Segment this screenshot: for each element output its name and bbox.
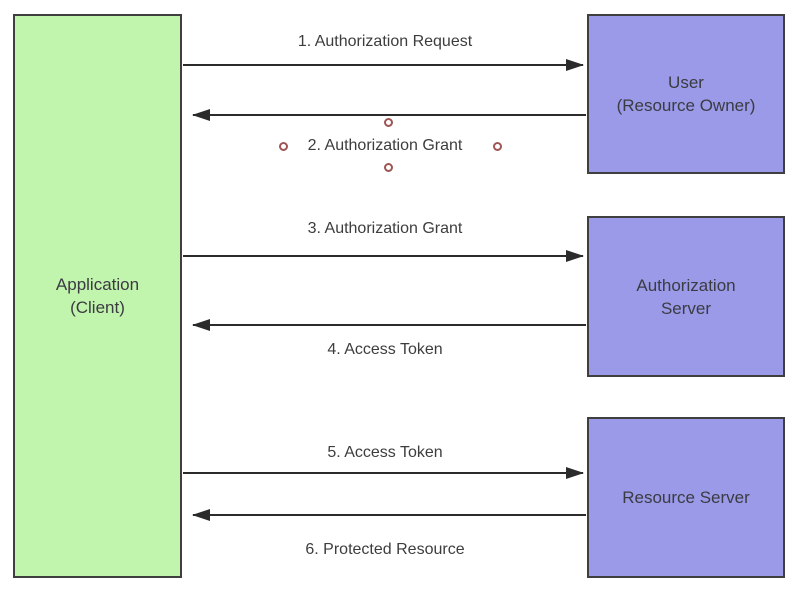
node-user-resource-owner: User (Resource Owner) [587, 14, 785, 174]
node-authorization-server: Authorization Server [587, 216, 785, 377]
message-label-5-access-token: 5. Access Token [327, 444, 443, 461]
grant-circle-right-icon [493, 142, 502, 151]
message-label-3-authorization-grant: 3. Authorization Grant [307, 220, 463, 237]
message-label-1-authorization-request: 1. Authorization Request [297, 33, 473, 50]
message-label-4-access-token: 4. Access Token [327, 341, 443, 358]
message-label-6-protected-resource: 6. Protected Resource [305, 541, 465, 558]
grant-circle-left-icon [279, 142, 288, 151]
grant-circle-top-icon [384, 118, 393, 127]
node-resource-server: Resource Server [587, 417, 785, 578]
message-label-2-authorization-grant: 2. Authorization Grant [307, 137, 463, 154]
node-application-client: Application (Client) [13, 14, 182, 578]
grant-circle-bottom-icon [384, 163, 393, 172]
